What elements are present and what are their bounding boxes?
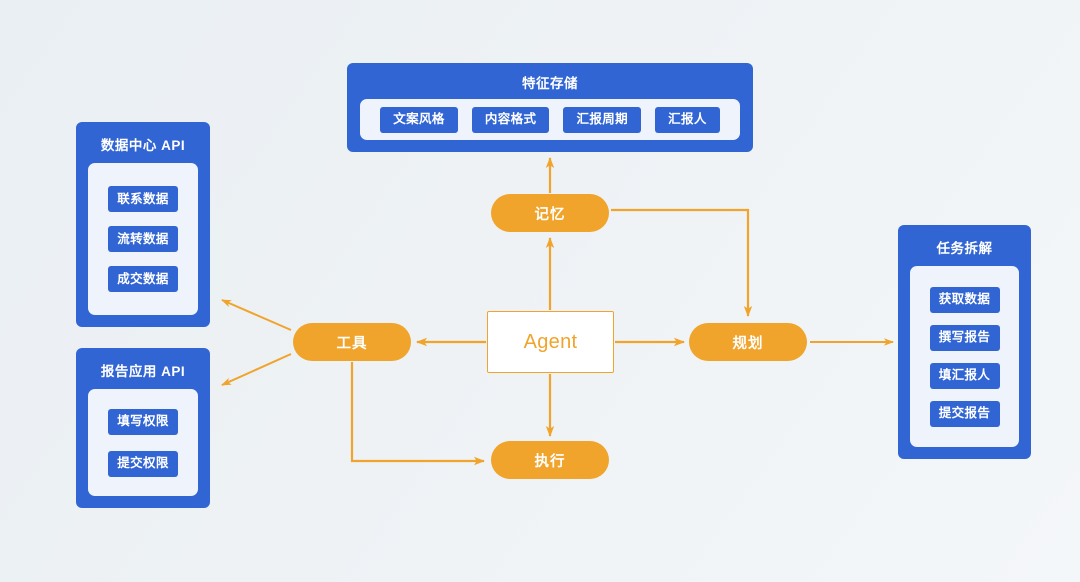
node-memory[interactable]: 记忆 bbox=[491, 194, 609, 232]
panel-title-report-app-api: 报告应用 API bbox=[100, 364, 186, 379]
panel-title-feature-storage: 特征存储 bbox=[522, 76, 578, 91]
chip-task-decomposition[interactable]: 撰写报告 bbox=[929, 324, 1000, 351]
panel-inner-report-app-api: 填写权限 提交权限 bbox=[88, 389, 198, 496]
chip-feature-storage[interactable]: 内容格式 bbox=[471, 106, 550, 133]
node-agent-label: Agent bbox=[523, 330, 578, 353]
chip-data-center-api[interactable]: 成交数据 bbox=[108, 266, 178, 292]
wire-memory-to-planning bbox=[611, 208, 753, 317]
panel-feature-storage: 特征存储 文案风格 内容格式 汇报周期 汇报人 bbox=[347, 63, 753, 152]
panel-inner-feature-storage: 文案风格 内容格式 汇报周期 汇报人 bbox=[360, 99, 740, 140]
panel-inner-task-decomposition: 获取数据 撰写报告 填汇报人 提交报告 bbox=[910, 266, 1019, 447]
chip-feature-storage[interactable]: 汇报周期 bbox=[563, 106, 642, 133]
node-planning[interactable]: 规划 bbox=[689, 323, 807, 361]
chip-task-decomposition[interactable]: 填汇报人 bbox=[929, 362, 1000, 389]
node-execution[interactable]: 执行 bbox=[491, 441, 609, 479]
wire-tool-to-execution bbox=[350, 362, 485, 466]
node-agent[interactable]: Agent bbox=[487, 311, 614, 373]
node-tool-label: 工具 bbox=[336, 335, 368, 352]
chip-report-app-api[interactable]: 填写权限 bbox=[108, 408, 178, 435]
chip-task-decomposition[interactable]: 获取数据 bbox=[929, 286, 1000, 313]
panel-data-center-api: 数据中心 API 联系数据 流转数据 成交数据 bbox=[76, 122, 210, 327]
wire-tool-to-data-center-api bbox=[221, 299, 292, 331]
panel-inner-data-center-api: 联系数据 流转数据 成交数据 bbox=[88, 163, 198, 315]
node-memory-label: 记忆 bbox=[534, 206, 566, 223]
chip-report-app-api[interactable]: 提交权限 bbox=[108, 450, 178, 477]
node-execution-label: 执行 bbox=[534, 453, 566, 470]
chip-feature-storage[interactable]: 汇报人 bbox=[655, 106, 720, 133]
chip-task-decomposition[interactable]: 提交报告 bbox=[929, 400, 1000, 427]
node-tool[interactable]: 工具 bbox=[293, 323, 411, 361]
wire-tool-to-report-app-api bbox=[221, 353, 292, 386]
panel-task-decomposition: 任务拆解 获取数据 撰写报告 填汇报人 提交报告 bbox=[898, 225, 1031, 459]
chip-feature-storage[interactable]: 文案风格 bbox=[380, 106, 458, 133]
panel-report-app-api: 报告应用 API 填写权限 提交权限 bbox=[76, 348, 210, 508]
panel-title-data-center-api: 数据中心 API bbox=[100, 138, 186, 153]
chip-data-center-api[interactable]: 流转数据 bbox=[108, 226, 178, 252]
panel-title-task-decomposition: 任务拆解 bbox=[936, 241, 993, 256]
node-planning-label: 规划 bbox=[732, 335, 764, 352]
chip-data-center-api[interactable]: 联系数据 bbox=[108, 186, 178, 212]
